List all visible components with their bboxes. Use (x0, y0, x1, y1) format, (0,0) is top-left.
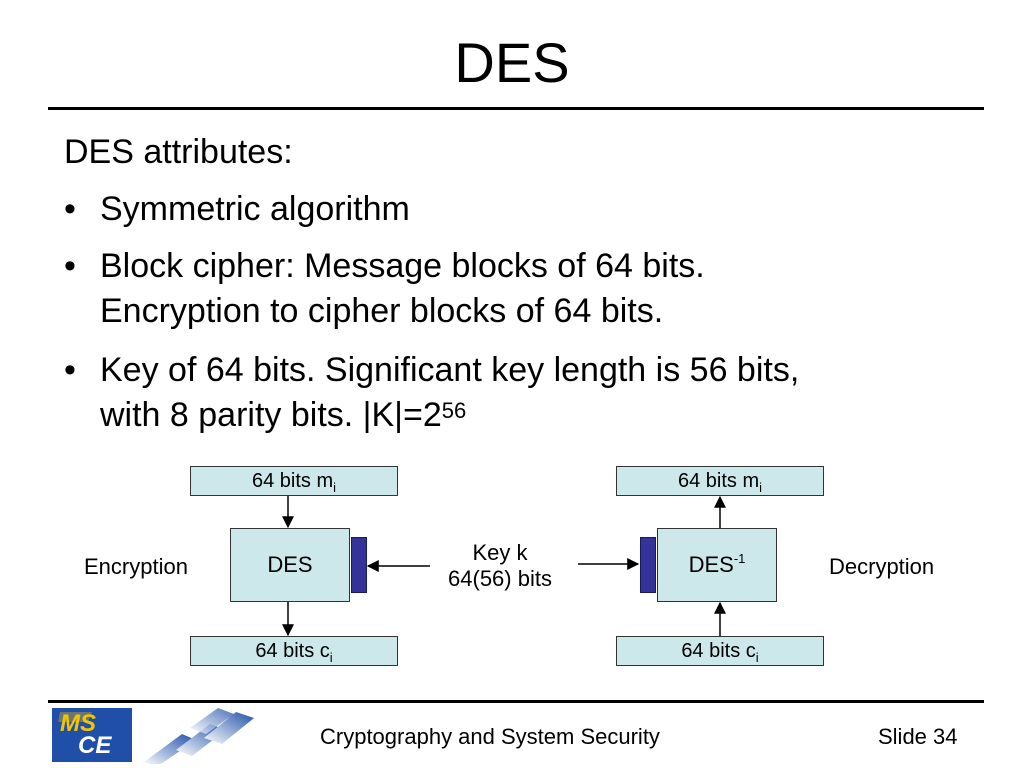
dec-output-text: 64 bits m (677, 470, 760, 492)
slide-title: DES (454, 31, 570, 94)
footer-divider (48, 700, 984, 703)
enc-output-box: 64 bits ci (190, 636, 398, 666)
bullet-marker: • (64, 351, 76, 389)
enc-input-text: 64 bits m (251, 470, 334, 492)
bullet-1-line-1: Symmetric algorithm (100, 190, 410, 228)
decryption-label: Decryption (829, 554, 935, 579)
des-decrypt-sup: -1 (733, 551, 746, 566)
key-label: Key k 64(56) bits (430, 540, 570, 592)
logo-text-ms: MS (60, 710, 96, 737)
enc-input-box: 64 bits mi (190, 466, 398, 496)
logo-text-ce: CE (78, 732, 112, 759)
des-encrypt-box: DES (230, 528, 350, 602)
key-label-line-1: Key k (472, 540, 528, 565)
bullet-marker: • (64, 190, 76, 228)
key-space-exponent: 56 (441, 398, 467, 423)
enc-input-sub: i (333, 480, 337, 495)
intro-text: DES attributes: (64, 133, 293, 171)
dec-input-text: 64 bits c (681, 640, 756, 662)
des-decrypt-box: DES-1 (657, 528, 777, 602)
encryption-label: Encryption (84, 554, 188, 579)
msce-logo: MS CE (52, 708, 132, 762)
bullet-2-line-2: Encryption to cipher blocks of 64 bits. (100, 292, 664, 330)
bullet-3-line-2: with 8 parity bits. |K|=256 (100, 393, 466, 437)
msce-logo-mark (58, 712, 92, 722)
dec-input-box: 64 bits ci (616, 636, 824, 666)
bullet-marker: • (64, 247, 76, 285)
enc-output-sub: i (329, 650, 333, 665)
bullet-2-line-1: Block cipher: Message blocks of 64 bits. (100, 247, 705, 285)
dec-key-slot (640, 537, 656, 593)
footer-course-title: Cryptography and System Security (320, 724, 660, 749)
slide-number: Slide 34 (878, 724, 958, 749)
dec-output-box: 64 bits mi (616, 466, 824, 496)
dec-input-sub: i (755, 650, 759, 665)
bullet-3-line-2-text: with 8 parity bits. |K|=2 (100, 396, 442, 434)
title-divider (48, 107, 984, 110)
dec-output-sub: i (759, 480, 763, 495)
bullet-3-line-1: Key of 64 bits. Significant key length i… (100, 351, 800, 389)
enc-output-text: 64 bits c (255, 640, 330, 662)
enc-key-slot (351, 537, 367, 593)
des-decrypt-text: DES (688, 552, 734, 577)
chip-graphic-icon (144, 708, 254, 764)
key-label-line-2: 64(56) bits (448, 566, 552, 591)
